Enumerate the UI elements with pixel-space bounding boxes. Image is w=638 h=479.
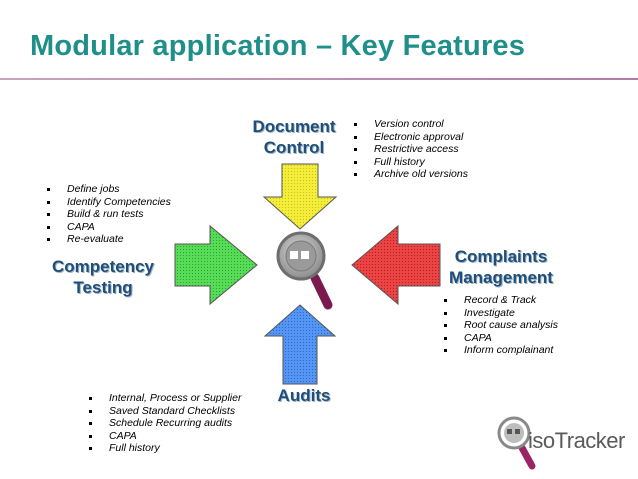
- competency-testing-label: Competency Testing: [51, 257, 155, 297]
- list-item: Record & Track: [442, 294, 558, 307]
- page-title: Modular application – Key Features: [30, 30, 526, 62]
- complaints-arrow: [351, 224, 441, 306]
- isotracker-logo: isoTracker: [528, 428, 625, 453]
- list-item: Schedule Recurring audits: [87, 417, 241, 430]
- list-item: Version control: [352, 118, 468, 131]
- list-item: Identify Competencies: [45, 196, 171, 209]
- complaints-management-list: Record & Track Investigate Root cause an…: [442, 294, 558, 357]
- list-item: Full history: [352, 156, 468, 169]
- list-item: Saved Standard Checklists: [87, 405, 241, 418]
- audits-list: Internal, Process or Supplier Saved Stan…: [87, 392, 241, 455]
- document-arrow: [262, 163, 338, 230]
- list-item: CAPA: [442, 332, 558, 345]
- list-item: Archive old versions: [352, 168, 468, 181]
- list-item: Full history: [87, 442, 241, 455]
- list-item: CAPA: [87, 430, 241, 443]
- list-item: CAPA: [45, 221, 171, 234]
- magnifier-icon: [276, 231, 333, 310]
- title-divider: [0, 78, 638, 80]
- list-item: Internal, Process or Supplier: [87, 392, 241, 405]
- list-item: Define jobs: [45, 183, 171, 196]
- document-control-label: Document Control: [252, 117, 336, 157]
- magnifier-logo-icon: [497, 416, 536, 470]
- list-item: Investigate: [442, 307, 558, 320]
- list-item: Re-evaluate: [45, 233, 171, 246]
- list-item: Inform complainant: [442, 344, 558, 357]
- audits-label: Audits: [277, 386, 331, 405]
- list-item: Root cause analysis: [442, 319, 558, 332]
- competency-arrow: [174, 224, 258, 306]
- audits-arrow: [263, 304, 337, 385]
- document-control-list: Version control Electronic approval Rest…: [352, 118, 468, 181]
- list-item: Build & run tests: [45, 208, 171, 221]
- complaints-management-label: Complaints Management: [449, 247, 553, 287]
- list-item: Electronic approval: [352, 131, 468, 144]
- competency-testing-list: Define jobs Identify Competencies Build …: [45, 183, 171, 246]
- list-item: Restrictive access: [352, 143, 468, 156]
